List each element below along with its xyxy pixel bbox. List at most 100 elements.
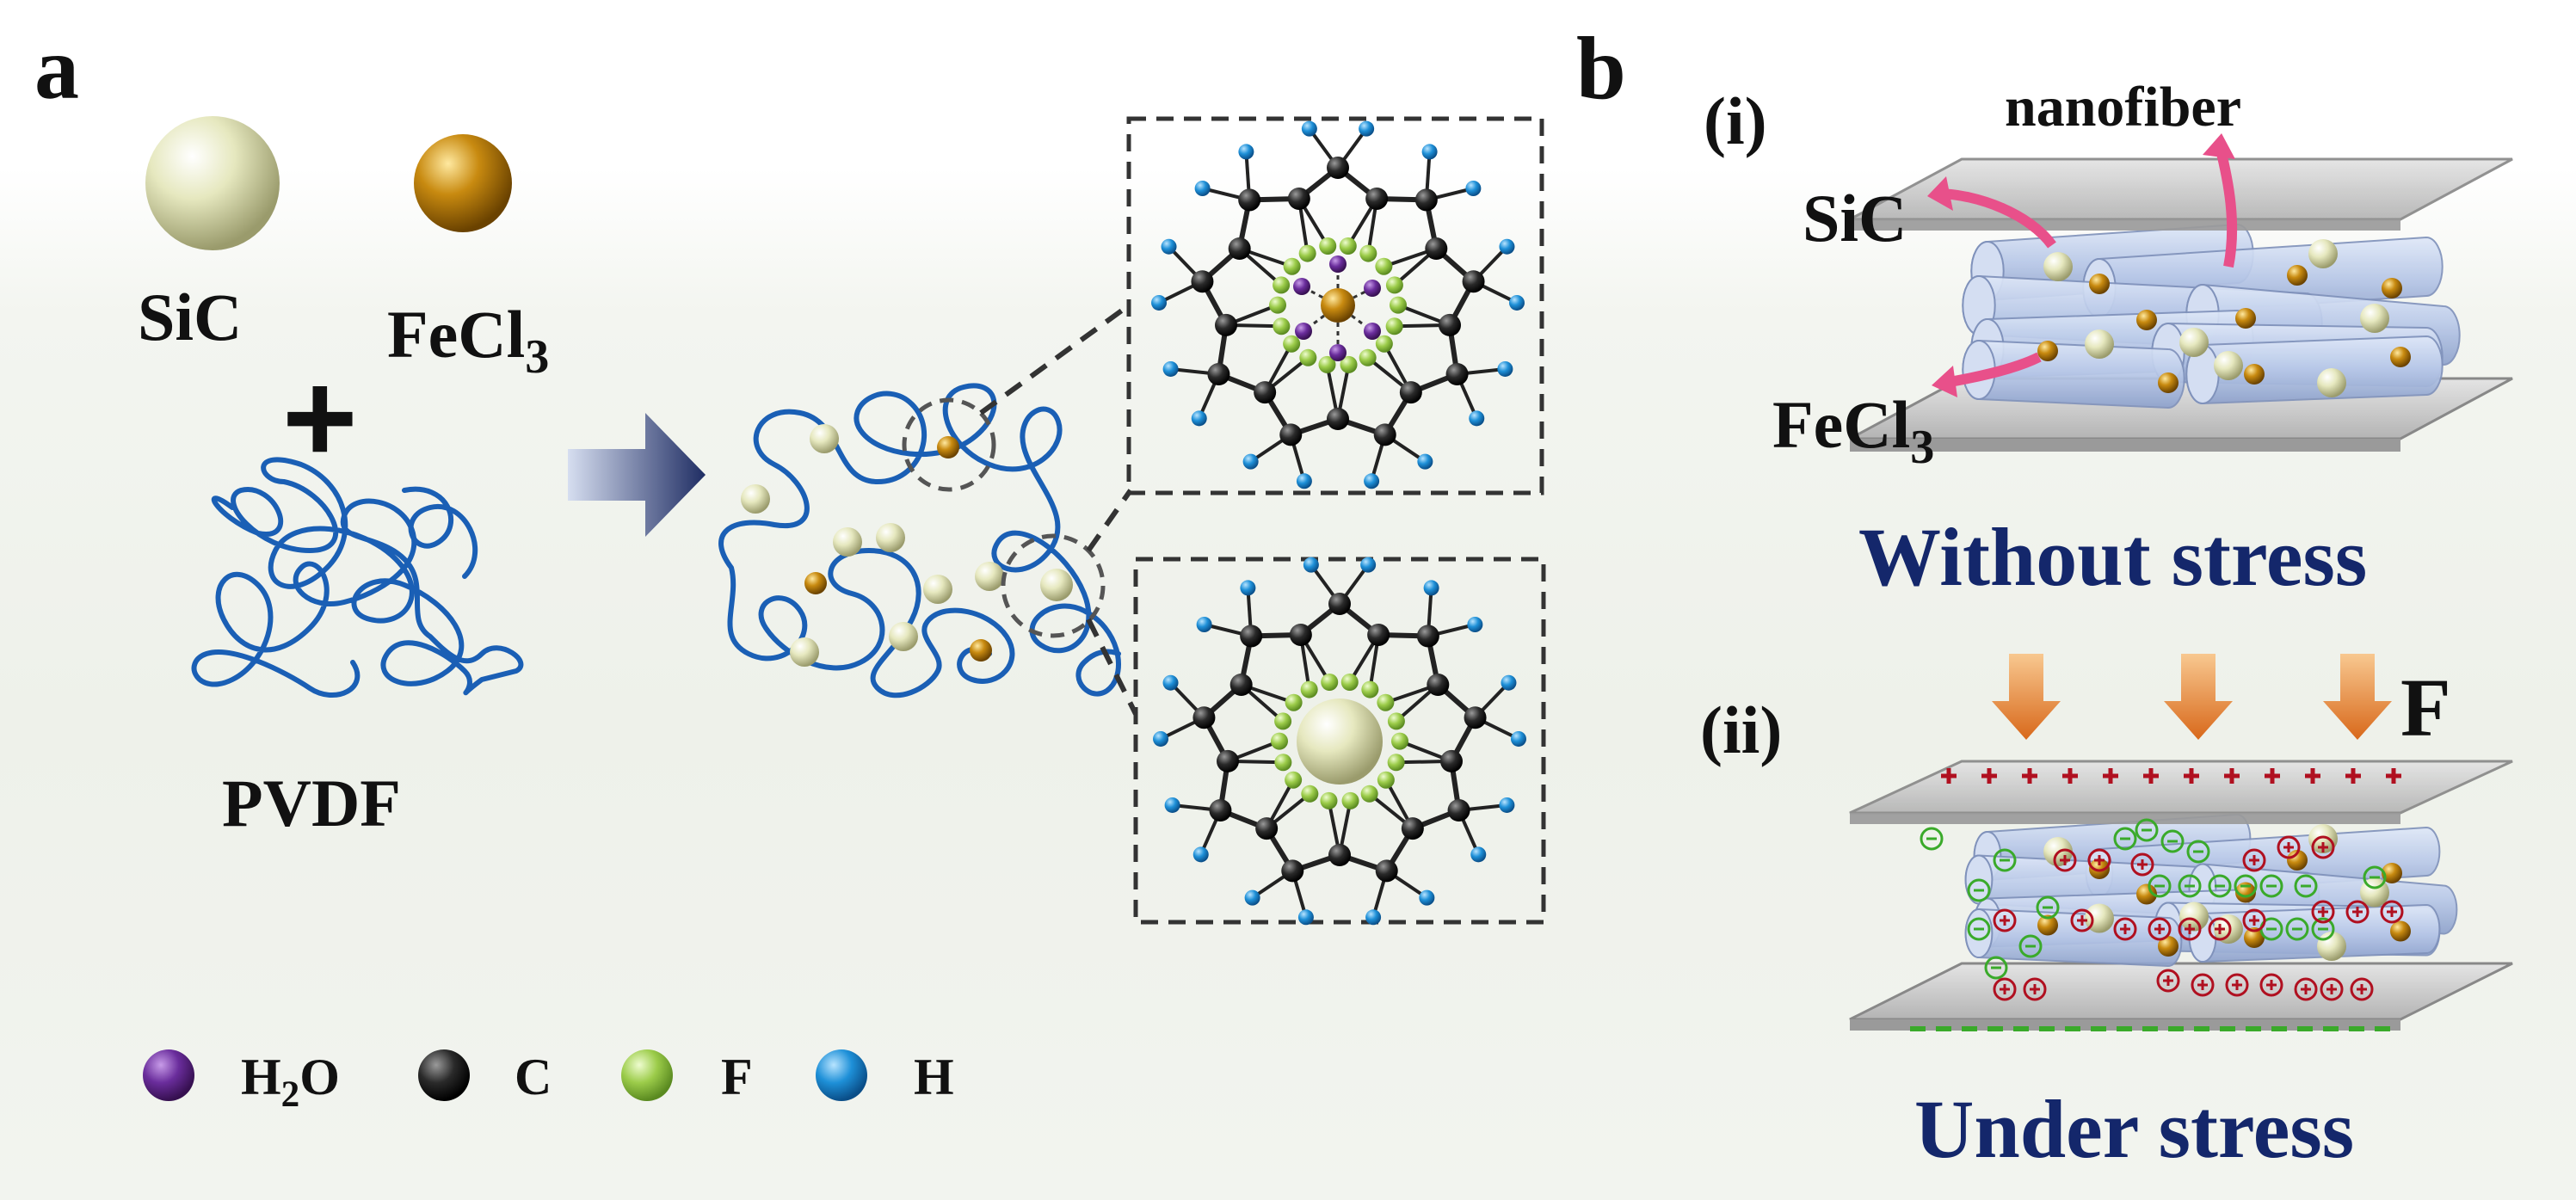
composite-chain <box>721 385 1119 695</box>
device-under-stress <box>1850 761 2512 1031</box>
hydrogen-atom <box>1245 890 1260 906</box>
hydrogen-atom <box>1197 617 1212 632</box>
sic-label: SiC <box>138 284 242 351</box>
sic-particle <box>2179 328 2209 357</box>
fecl3-particle <box>2089 274 2110 294</box>
carbon-atom <box>1192 706 1215 729</box>
composite-fecl3 <box>970 639 992 662</box>
fluorine-atom <box>1377 772 1395 789</box>
bottom-plate <box>1850 963 2512 1019</box>
fluorine-atom <box>1274 712 1291 729</box>
fecl3-particle <box>2382 278 2402 298</box>
fluorine-atom <box>1376 335 1393 353</box>
zoom-leader <box>1088 490 1131 551</box>
hydrogen-atom <box>1298 909 1314 925</box>
water-molecule <box>1364 280 1381 297</box>
hydrogen-atom <box>1297 473 1312 489</box>
carbon-atom <box>1288 188 1310 210</box>
legend-h-sphere <box>816 1049 867 1101</box>
fluorine-atom <box>1359 245 1377 262</box>
hydrogen-atom <box>1499 239 1514 255</box>
pvdf-label: PVDF <box>222 770 401 837</box>
fluorine-atom <box>1273 276 1290 293</box>
sic-particle <box>2179 902 2209 932</box>
carbon-atom <box>1427 674 1449 696</box>
hydrogen-atom <box>1195 181 1211 196</box>
legend-h-label: H <box>914 1051 954 1103</box>
legend-h2o-sphere <box>143 1049 194 1101</box>
sic-particle <box>2085 329 2114 359</box>
carbon-atom <box>1254 381 1276 403</box>
sic-label-b: SiC <box>1803 185 1907 252</box>
fluorine-atom <box>1375 258 1392 275</box>
fluorine-atom <box>1361 785 1378 803</box>
top-plate-edge <box>1850 219 2400 231</box>
hydrogen-atom <box>1162 239 1177 255</box>
carbon-atom <box>1367 624 1390 646</box>
carbon-atom <box>1328 844 1351 866</box>
fecl3-label-b-main: FeCl <box>1772 387 1910 462</box>
sic-sphere <box>145 116 280 250</box>
sic-particle <box>2043 252 2073 281</box>
sic-particle <box>2308 239 2338 268</box>
fluorine-atom <box>1361 681 1378 698</box>
legend-f-sphere <box>621 1049 673 1101</box>
fluorine-atom <box>1321 674 1338 691</box>
fluorine-atom <box>1271 733 1288 750</box>
hydrogen-atom <box>1243 454 1259 470</box>
fluorine-atom <box>1388 754 1405 771</box>
sic-particle <box>1297 698 1383 785</box>
fecl3-particle <box>1321 288 1355 323</box>
composite-fecl3 <box>804 572 827 594</box>
caption-without-stress: Without stress <box>1858 516 2367 599</box>
fecl3-label-sub: 3 <box>525 330 549 384</box>
fecl3-particle <box>2287 265 2308 286</box>
fluorine-atom <box>1273 317 1290 335</box>
top-plate-edge <box>1850 813 2400 824</box>
fluorine-atom <box>1301 681 1318 698</box>
zoom-leader <box>981 305 1129 413</box>
carbon-atom <box>1440 750 1463 772</box>
hydrogen-atom <box>1419 890 1434 906</box>
carbon-atom <box>1327 157 1349 179</box>
hydrogen-atom <box>1165 797 1180 813</box>
fluorine-atom <box>1377 694 1394 711</box>
carbon-atom <box>1191 270 1213 292</box>
fecl3-particle <box>2390 347 2411 367</box>
carbon-atom <box>1240 625 1262 647</box>
hydrogen-atom <box>1303 557 1319 573</box>
legend-h2o-sub: 2 <box>281 1074 300 1115</box>
composite-sic <box>833 527 862 557</box>
hydrogen-atom <box>1364 473 1379 489</box>
hydrogen-atom <box>1497 361 1513 377</box>
fluorine-atom <box>1390 297 1407 314</box>
fluorine-atom <box>1386 276 1403 293</box>
caption-under-stress: Under stress <box>1914 1088 2354 1171</box>
hydrogen-atom <box>1465 181 1481 196</box>
composite-sic <box>876 523 905 552</box>
fecl3-label-b: FeCl3 <box>1772 391 1934 458</box>
fecl3-label-b-sub: 3 <box>1910 421 1934 474</box>
hydrogen-atom <box>1151 295 1167 311</box>
fecl3-particle <box>2037 341 2058 361</box>
composite-sic <box>975 562 1004 591</box>
fluorine-atom <box>1284 258 1301 275</box>
sic-particle <box>2360 304 2389 333</box>
carbon-atom <box>1238 188 1260 211</box>
hydrogen-atom <box>1192 410 1207 426</box>
water-molecule <box>1364 323 1381 340</box>
panel-a-letter: a <box>34 24 79 114</box>
hydrogen-atom <box>1153 731 1168 747</box>
hydrogen-atom <box>1422 144 1438 159</box>
fluorine-atom <box>1388 712 1405 729</box>
hydrogen-atom <box>1163 361 1179 377</box>
legend-h2o-symbol: H <box>241 1049 281 1105</box>
fluorine-atom <box>1299 349 1316 366</box>
fluorine-atom <box>1342 792 1359 809</box>
carbon-atom <box>1402 817 1424 840</box>
fluorine-atom <box>1359 349 1377 366</box>
carbon-atom <box>1207 363 1229 385</box>
process-arrow <box>568 413 706 537</box>
hydrogen-atom <box>1499 797 1514 813</box>
